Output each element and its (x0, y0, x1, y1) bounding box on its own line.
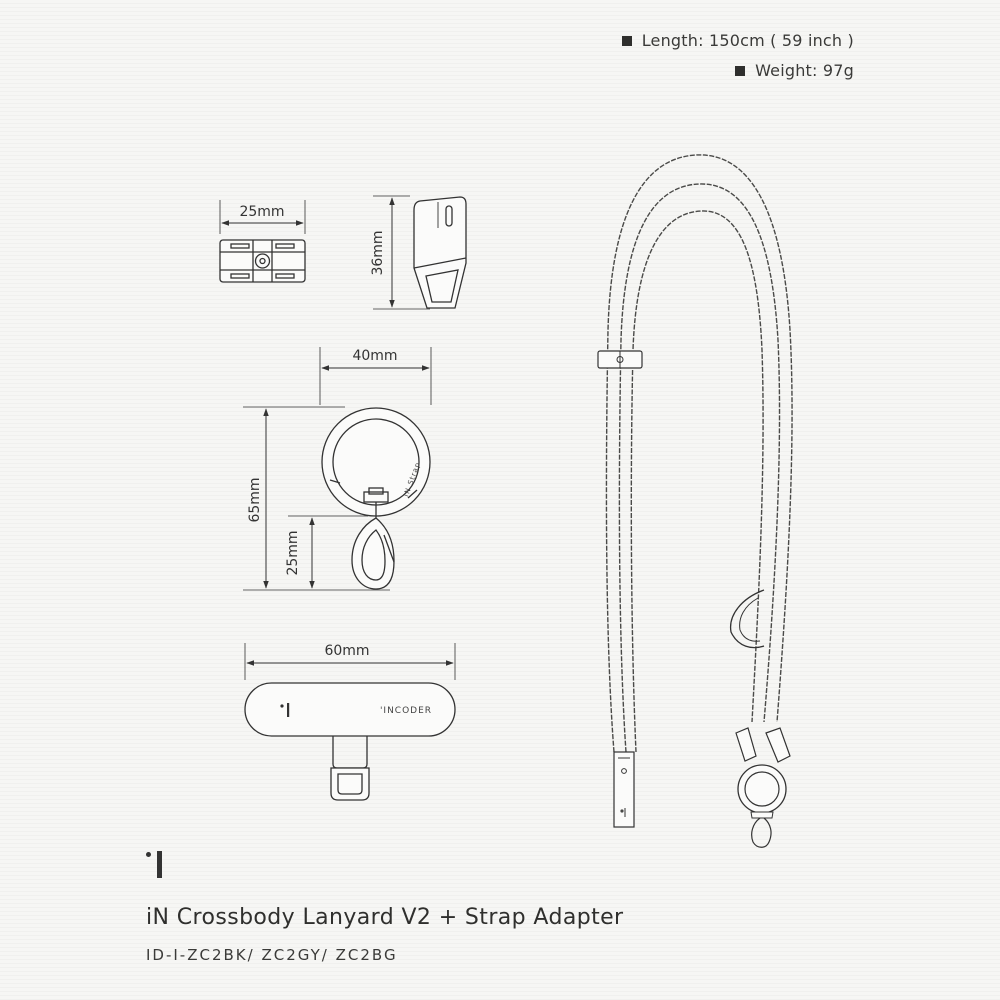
product-codes: ID-I-ZC2BK/ ZC2GY/ ZC2BG (146, 946, 398, 964)
lanyard-full-view (597, 154, 793, 848)
spec-length: Length: 150cm ( 59 inch ) (621, 31, 854, 50)
dim-label-connector-width: 25mm (239, 204, 284, 220)
ring-carabiner (243, 347, 432, 591)
dim-label-connector-height: 36mm (370, 230, 386, 275)
bullet-square-icon (735, 65, 746, 76)
dim-label-adapter-width: 60mm (324, 643, 369, 659)
strap-adapter (244, 643, 456, 801)
brand-logo-icon (146, 851, 166, 881)
dim-label-ring-total-height: 65mm (247, 477, 263, 522)
spec-weight: Weight: 97g (735, 61, 854, 80)
spec-weight-text: Weight: 97g (755, 61, 854, 80)
connector-side-view (373, 195, 467, 310)
dim-label-ring-width: 40mm (352, 348, 397, 364)
adapter-logo-icon (280, 703, 290, 717)
adapter-brand-text: 'INCODER (380, 706, 432, 716)
product-title: iN Crossbody Lanyard V2 + Strap Adapter (146, 905, 624, 930)
bullet-square-icon (621, 35, 632, 46)
connector-top-view (219, 200, 306, 283)
spec-length-text: Length: 150cm ( 59 inch ) (641, 31, 854, 50)
dim-label-hook-height: 25mm (285, 530, 301, 575)
